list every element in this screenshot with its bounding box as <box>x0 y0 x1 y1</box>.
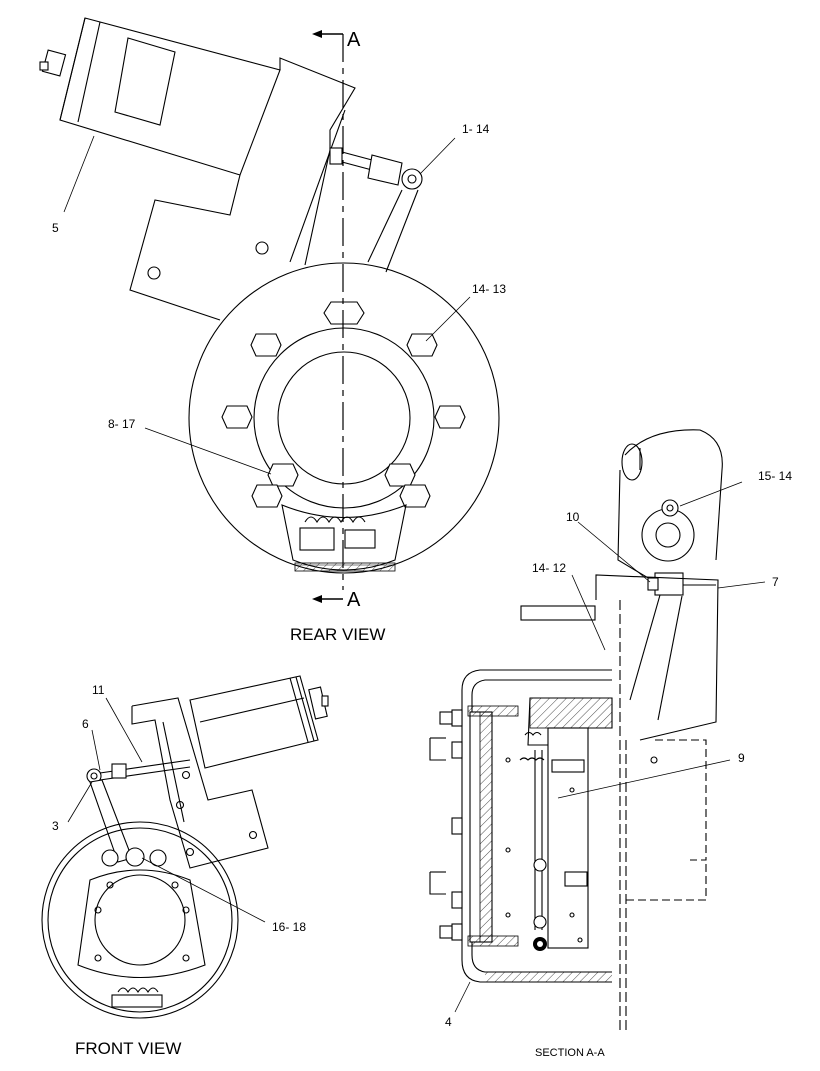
section-plate <box>439 705 519 947</box>
section-arm <box>520 572 719 741</box>
callout-14-12: 14- 12 <box>532 561 566 575</box>
front-view: 11 6 3 16- 18 FRONT VIEW <box>41 675 329 1058</box>
callout-3: 3 <box>52 819 59 833</box>
callout-9: 9 <box>738 751 745 765</box>
section-mark-bottom: A <box>347 589 361 611</box>
callout-16-18: 16- 18 <box>272 920 306 934</box>
rear-motor <box>39 17 281 176</box>
callout-5: 5 <box>52 221 59 235</box>
front-bracket <box>131 697 269 869</box>
section-leaders <box>454 481 766 1013</box>
callout-11: 11 <box>92 683 105 697</box>
section-view-label: SECTION A-A <box>535 1047 605 1059</box>
front-linkage <box>86 759 191 863</box>
callout-14-13: 14- 13 <box>472 282 506 296</box>
rear-view: A A 1- 14 5 14- 13 8- 17 REAR VIEW <box>39 17 506 644</box>
rear-leaders <box>63 135 471 475</box>
front-leaders <box>67 697 266 923</box>
front-view-label: FRONT VIEW <box>75 1039 181 1058</box>
section-mark-top: A <box>347 29 361 51</box>
section-motor <box>617 429 723 586</box>
rear-bracket <box>129 57 356 321</box>
callout-10: 10 <box>566 510 580 524</box>
rear-view-label: REAR VIEW <box>290 625 385 644</box>
callout-6: 6 <box>82 717 89 731</box>
section-line-a: A A <box>312 29 361 611</box>
callout-4: 4 <box>445 1015 452 1029</box>
front-motor <box>189 675 329 769</box>
callout-15-14: 15- 14 <box>758 469 792 483</box>
rear-linkage <box>329 147 423 273</box>
callout-1-14: 1- 14 <box>462 122 490 136</box>
front-drum <box>41 821 239 1019</box>
callout-7: 7 <box>772 575 779 589</box>
section-view: 15- 14 10 14- 12 7 9 4 SECTION A-A <box>429 429 792 1059</box>
callout-8-17: 8- 17 <box>108 417 136 431</box>
rear-drum <box>188 262 500 574</box>
section-internals <box>505 697 658 951</box>
